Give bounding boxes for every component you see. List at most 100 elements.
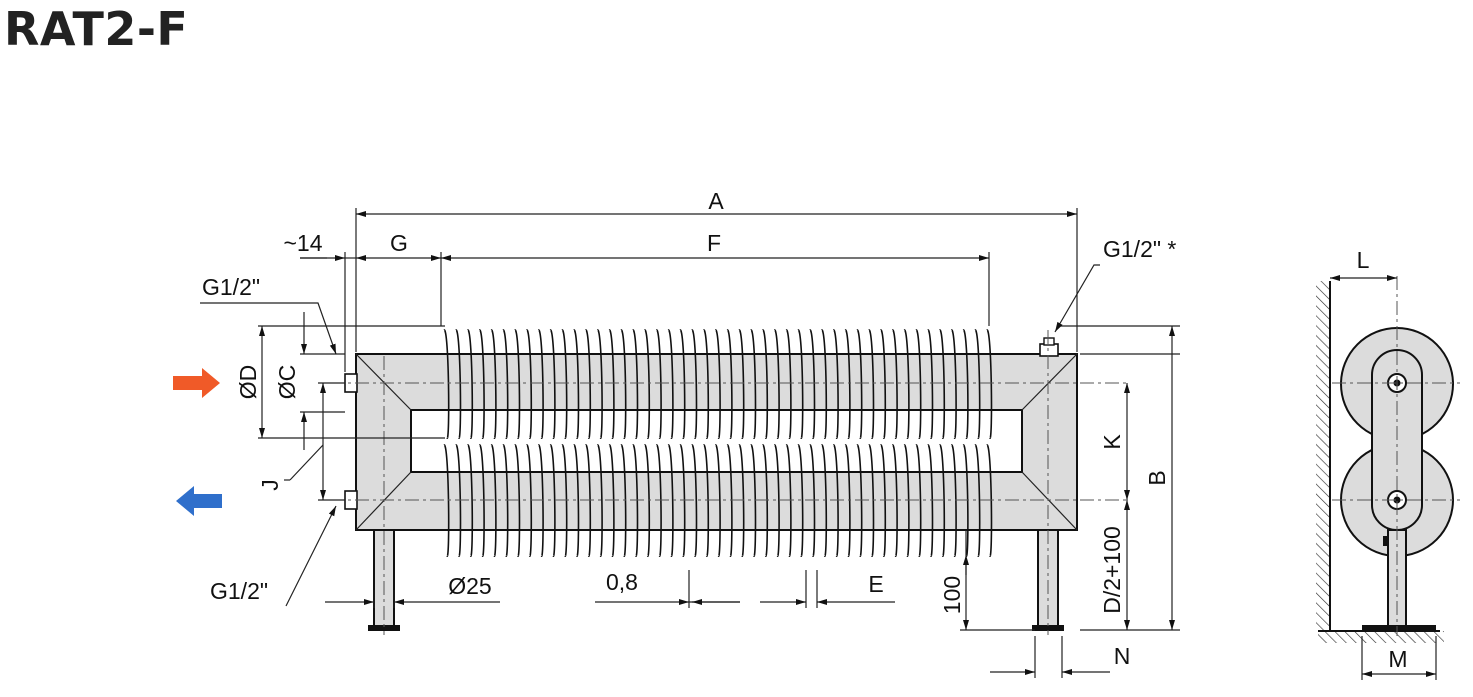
fin [844, 329, 851, 439]
dim-g12-bottom-label: G1/2" [210, 578, 268, 604]
fin [466, 444, 474, 557]
fin [879, 444, 887, 557]
fin [915, 329, 922, 439]
dim-08-label: 0,8 [606, 569, 638, 595]
fin [974, 444, 981, 557]
dim-j-label: J [257, 479, 283, 491]
fin [691, 444, 698, 557]
fin [820, 329, 828, 439]
fin [962, 444, 969, 557]
fin [537, 329, 544, 439]
radiator-front-view [330, 329, 1130, 635]
radiator-frame [355, 353, 1078, 531]
fin [938, 329, 946, 439]
fin [785, 329, 792, 439]
fin [809, 444, 816, 557]
dim-g12-star-label: G1/2" * [1103, 236, 1176, 262]
fins-lower-row [443, 444, 993, 557]
fin [797, 444, 804, 557]
fin [502, 329, 509, 439]
fin [691, 329, 698, 439]
fin [726, 329, 733, 439]
dim-100-label: 100 [939, 576, 965, 614]
fin [667, 444, 674, 557]
fin [537, 444, 544, 557]
fin [514, 329, 521, 439]
fin [596, 329, 603, 439]
fin [455, 444, 462, 557]
dim-f-label: F [707, 230, 721, 256]
fin [773, 444, 780, 557]
arrow-left-icon [176, 486, 222, 516]
fin [478, 329, 485, 439]
fin [573, 329, 580, 439]
arrow-right-icon [173, 368, 220, 398]
dim-od-label: ØD [235, 365, 261, 400]
fin [809, 329, 816, 439]
fin [797, 329, 804, 439]
dim-b-label: B [1144, 470, 1170, 485]
fin [726, 444, 733, 557]
fin [514, 444, 521, 557]
fin [915, 444, 922, 557]
dim-n-label: N [1114, 643, 1131, 669]
fin [679, 329, 686, 439]
fin [986, 444, 993, 557]
fin [443, 329, 450, 439]
dim-tilde14-label: ~14 [283, 230, 322, 256]
fin [868, 329, 875, 439]
fin [702, 444, 710, 557]
fin [974, 329, 981, 439]
dim-m-label: M [1388, 646, 1407, 672]
fin [856, 329, 863, 439]
fin [632, 444, 639, 557]
fin [478, 444, 485, 557]
fin [561, 329, 568, 439]
fin [702, 329, 710, 439]
fins-upper-row [443, 329, 993, 439]
fin [667, 329, 674, 439]
fin [738, 444, 745, 557]
fin [856, 444, 863, 557]
fin [903, 329, 910, 439]
fin [832, 329, 839, 439]
dimension-labels: A ~14 G F G1/2" * G1/2" G1/2" ØD ØC J K … [202, 188, 1408, 672]
fin [655, 444, 662, 557]
dim-g12-top-label: G1/2" [202, 274, 260, 300]
fin [525, 329, 533, 439]
fin [490, 444, 497, 557]
fin [950, 329, 957, 439]
fin [549, 329, 556, 439]
fin [820, 444, 828, 557]
fin [950, 444, 957, 557]
fin [714, 444, 721, 557]
fin [962, 329, 969, 439]
fin [832, 444, 839, 557]
fin [466, 329, 474, 439]
fin [655, 329, 662, 439]
fin [679, 444, 686, 557]
fin [844, 444, 851, 557]
fin [750, 329, 757, 439]
fin [761, 329, 769, 439]
fin [714, 329, 721, 439]
fin [620, 329, 627, 439]
fin [584, 329, 592, 439]
dim-d2-100-label: D/2+100 [1099, 526, 1125, 614]
fin [608, 329, 615, 439]
fin [525, 444, 533, 557]
fin [761, 444, 769, 557]
fin [490, 329, 497, 439]
fin [502, 444, 509, 557]
fin [455, 329, 462, 439]
page-title: RAT2-F [4, 2, 189, 56]
air-vent-valve [1039, 337, 1059, 357]
fin [643, 329, 651, 439]
dimension-lines [200, 208, 1180, 678]
fin [927, 329, 934, 439]
fin [584, 444, 592, 557]
fin [903, 444, 910, 557]
fin [868, 444, 875, 557]
fin [632, 329, 639, 439]
